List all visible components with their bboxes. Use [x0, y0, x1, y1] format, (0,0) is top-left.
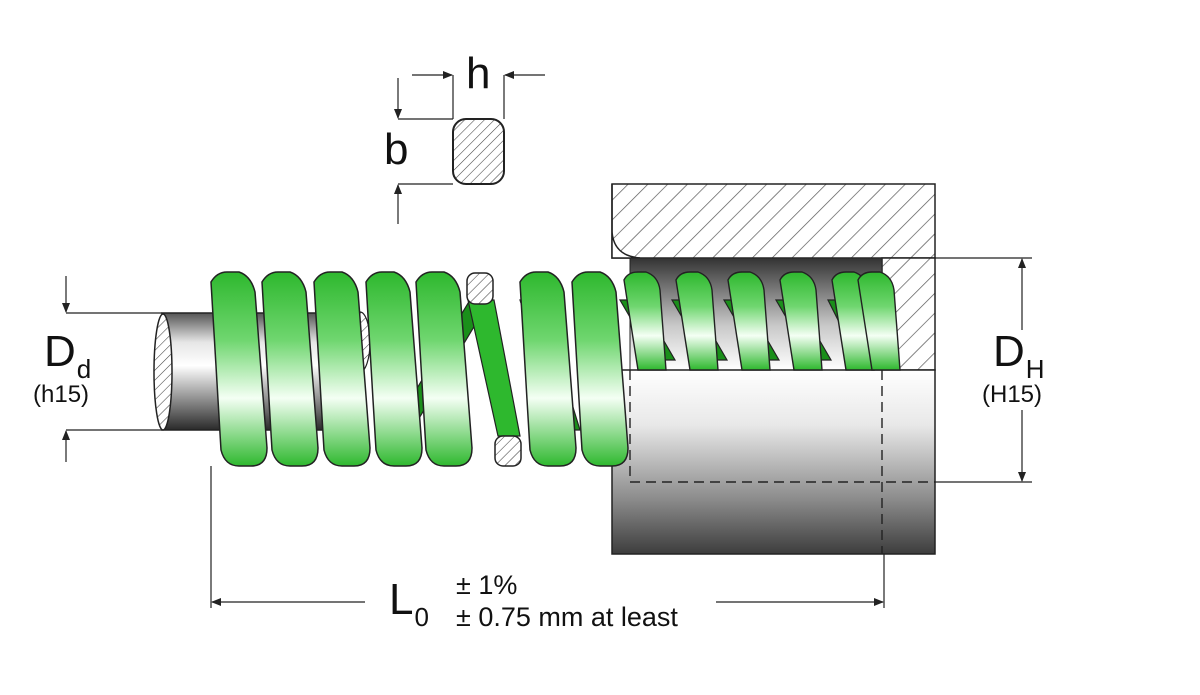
dd-dimension: [62, 276, 162, 462]
coil-turn: [519, 271, 577, 467]
coil-turn: [313, 271, 371, 467]
coil-turn-inside: [727, 271, 771, 371]
label-dd-tolerance: (h15): [33, 381, 90, 408]
coil-turn-inside: [857, 271, 901, 371]
coil-turn: [210, 271, 268, 467]
housing-bore-body: [611, 369, 936, 555]
wire-section-bottom: [494, 435, 522, 467]
wire-section-top: [466, 272, 494, 305]
label-l0-tolerance-2: ± 0.75 mm at least: [456, 602, 678, 632]
housing-hatched-wall: [611, 183, 936, 259]
l0-dimension: [210, 466, 885, 608]
label-l0: L0: [389, 575, 429, 632]
spring-coils: [210, 271, 901, 467]
housing-hidden-bore: [629, 370, 935, 554]
coil-turn: [365, 271, 423, 467]
label-b: b: [384, 125, 409, 174]
label-h: h: [466, 49, 491, 98]
label-l0-tolerance-1: ± 1%: [456, 570, 518, 600]
coil-turn-inside: [675, 271, 719, 371]
label-dd-subscript: d: [76, 354, 92, 384]
wire-cross-section: [394, 71, 545, 224]
coil-turn: [415, 271, 473, 467]
coil-turn: [261, 271, 319, 467]
coil-cut-strand: [467, 299, 521, 437]
wire-sections: [466, 272, 522, 467]
label-dd: Dd: [44, 327, 92, 384]
label-dh-tolerance: (H15): [982, 381, 1043, 408]
wire-profile: [452, 118, 505, 185]
rod-end-section: [153, 313, 173, 431]
label-dh-subscript: H: [1025, 354, 1045, 384]
label-l0-subscript: 0: [414, 602, 429, 632]
dh-dimension: [935, 257, 1032, 483]
coil-turn-inside: [623, 271, 667, 371]
coil-turn-inside: [779, 271, 823, 371]
coil-turn: [571, 271, 629, 467]
label-dh: DH: [993, 327, 1045, 384]
